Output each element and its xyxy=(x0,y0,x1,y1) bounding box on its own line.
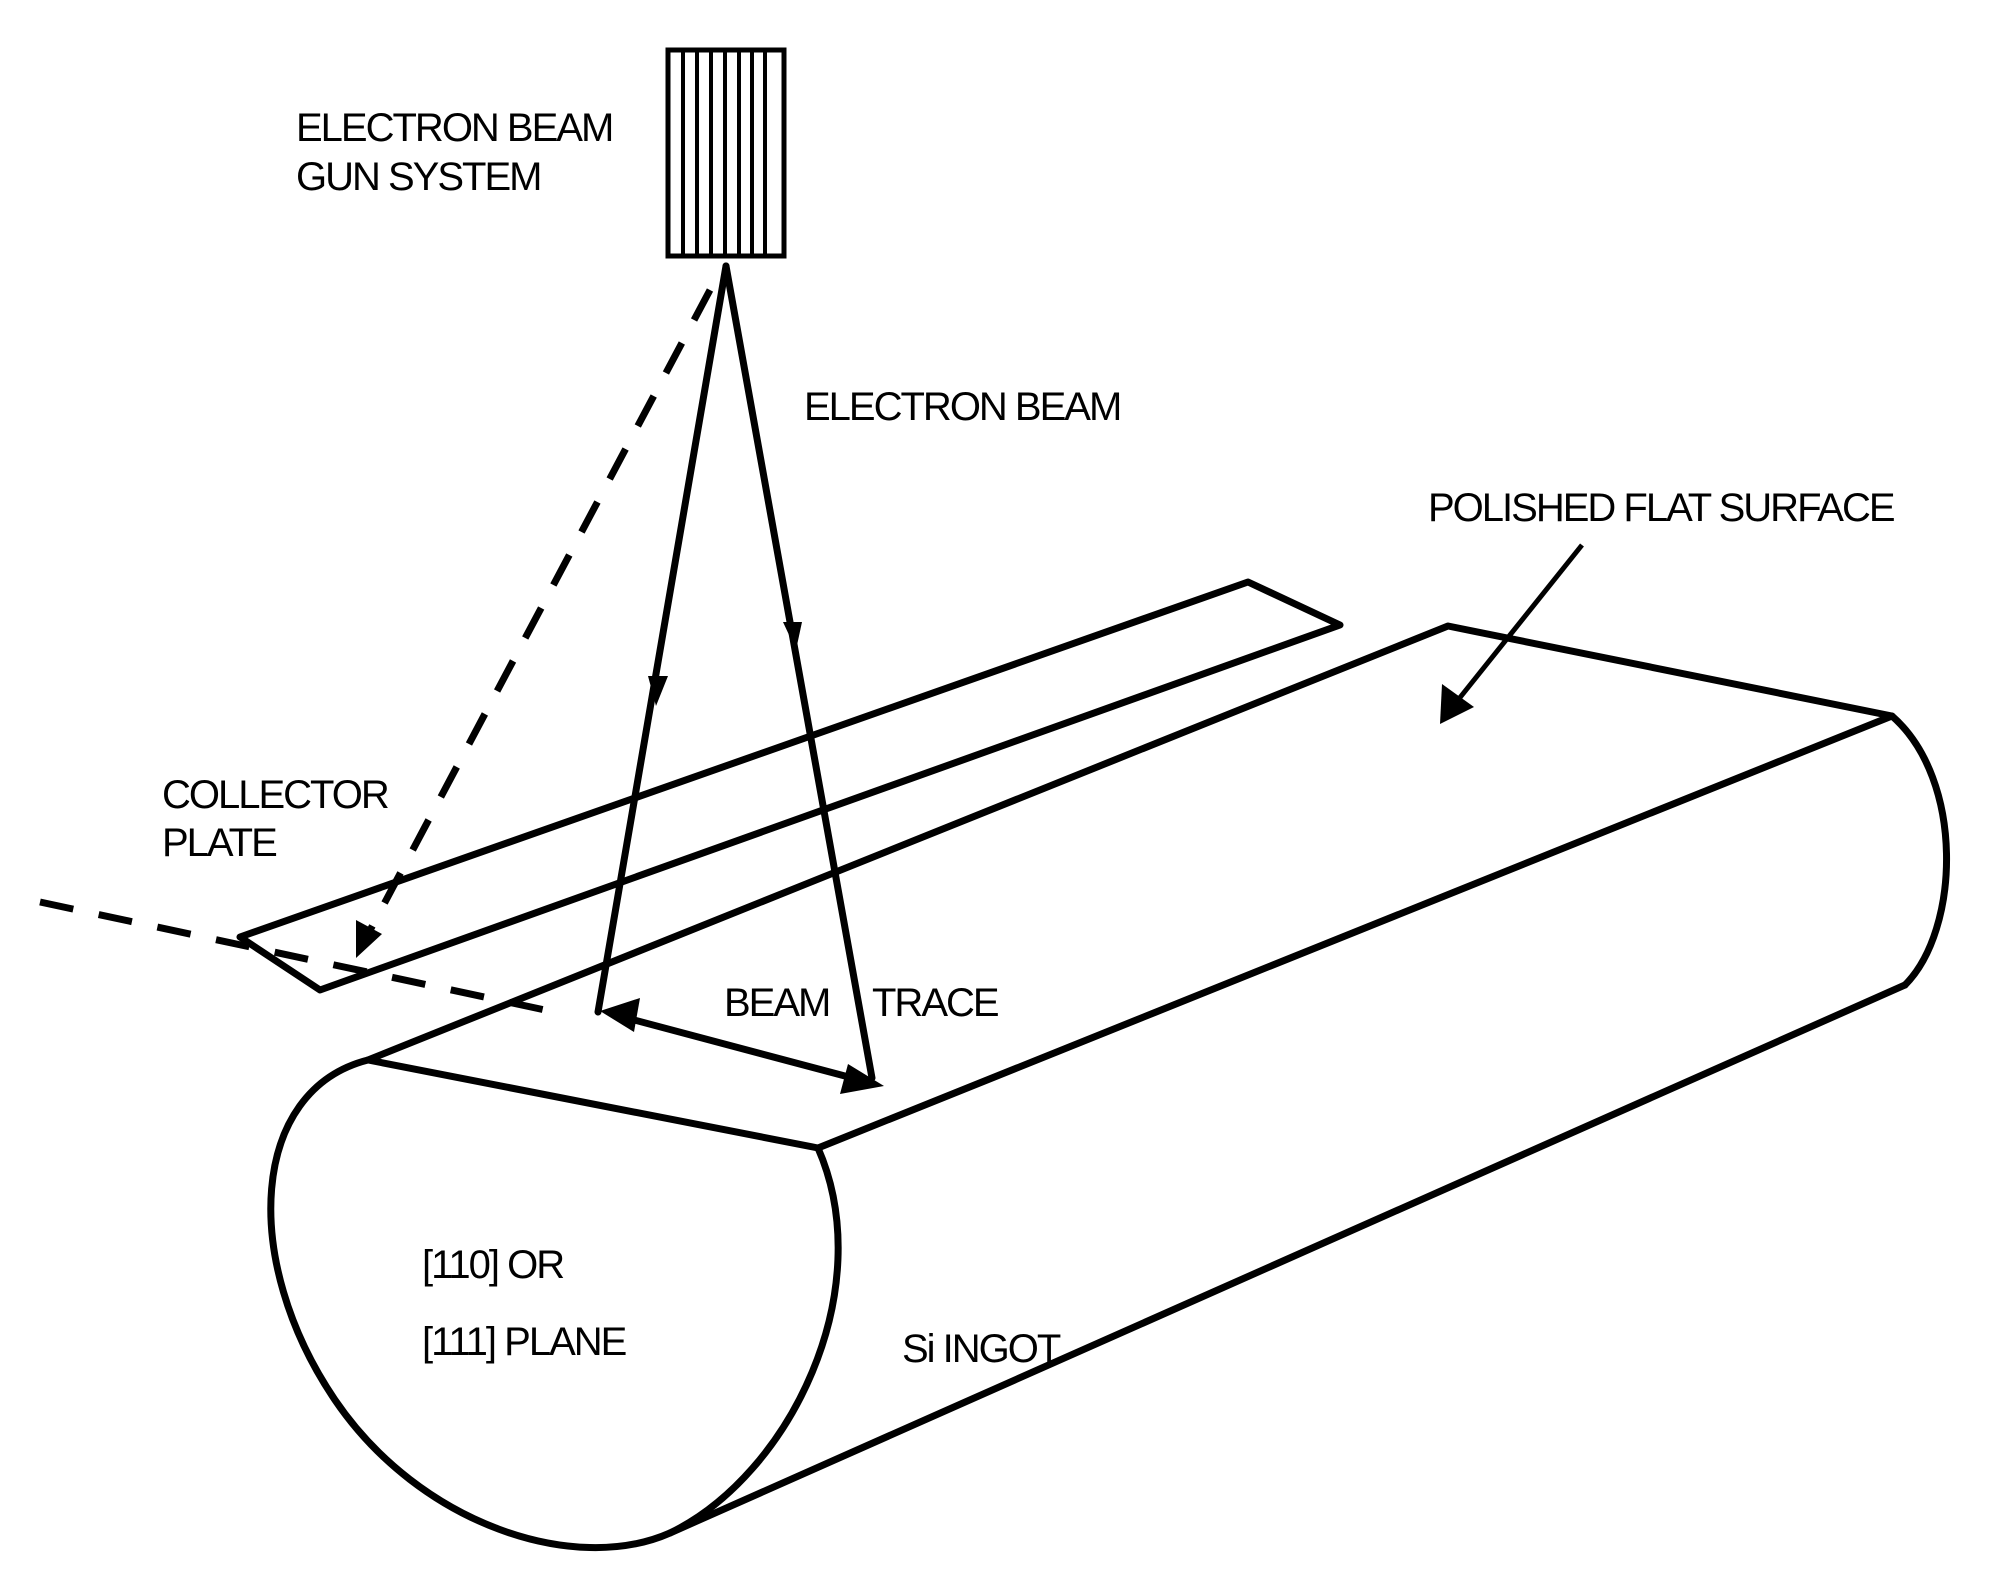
collector-plate xyxy=(236,578,1344,994)
beam-trace-label-1: BEAM xyxy=(724,981,829,1025)
plane-label-line-2: [111] PLANE xyxy=(422,1320,626,1364)
beam-trace-label-2: TRACE xyxy=(872,981,998,1025)
surface-pointer-arrow xyxy=(1440,543,1584,724)
collector-label-line-1: COLLECTOR xyxy=(162,773,389,817)
si-ingot xyxy=(267,622,1951,1552)
dashed-trace-line xyxy=(39,898,546,1014)
electron-gun xyxy=(665,47,787,259)
polished-surface-label: POLISHED FLAT SURFACE xyxy=(1428,486,1894,530)
si-ingot-label: Si INGOT xyxy=(902,1327,1061,1371)
beam-trace-arrow xyxy=(600,998,884,1094)
collector-label-line-2: PLATE xyxy=(162,821,276,865)
electron-beam-label: ELECTRON BEAM xyxy=(804,385,1120,429)
gun-label-line-2: GUN SYSTEM xyxy=(296,155,540,199)
gun-label-line-1: ELECTRON BEAM xyxy=(296,106,612,150)
electron-beam xyxy=(594,262,876,1082)
plane-label-line-1: [110] OR xyxy=(422,1243,564,1287)
dashed-collector-beam xyxy=(356,288,714,958)
